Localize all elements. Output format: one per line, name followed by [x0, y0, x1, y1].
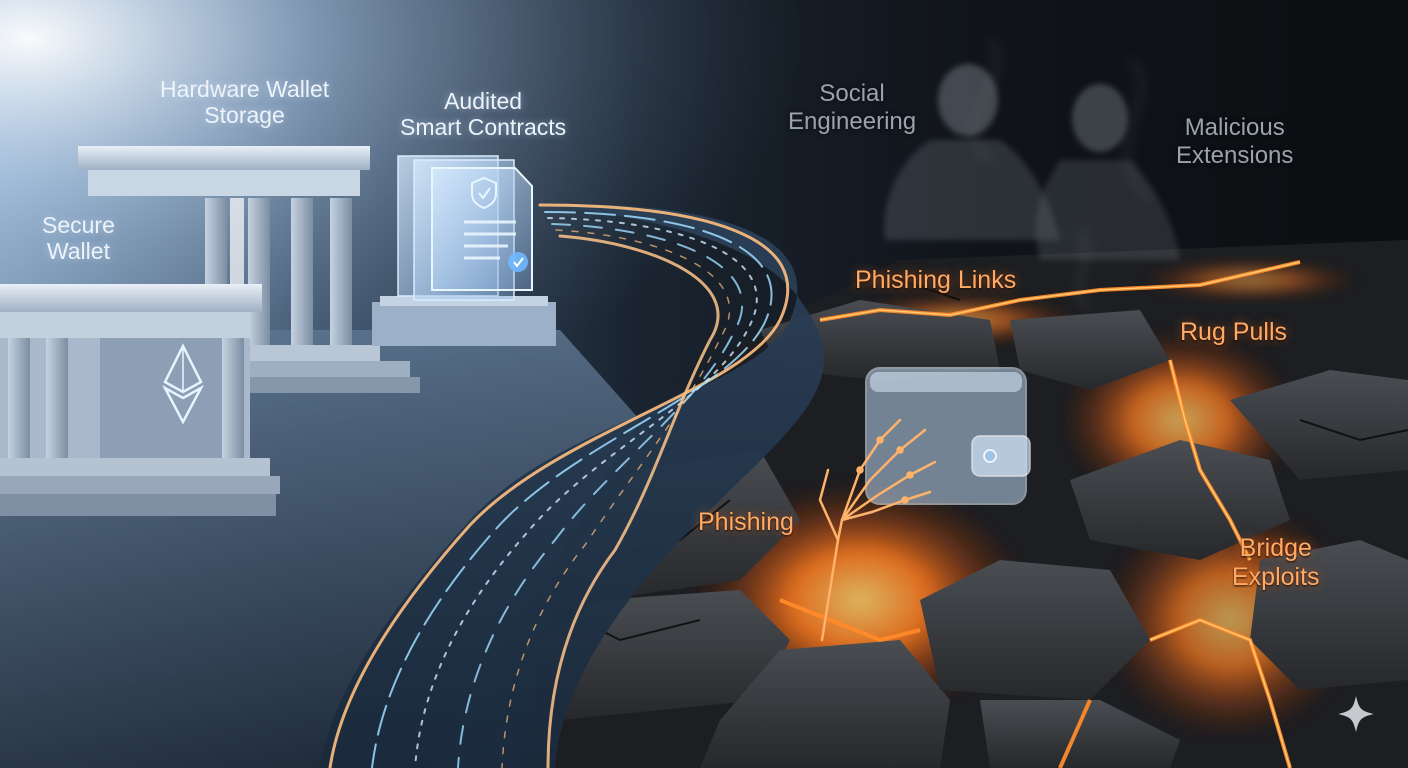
label-line: Smart Contracts [400, 114, 567, 141]
ghost-figures [884, 39, 1180, 312]
cracked-ground [520, 240, 1408, 768]
checkmark-badge-icon [508, 252, 528, 272]
label-line: Wallet [46, 238, 110, 265]
label-secure-wallet: Secure Wallet [42, 212, 115, 265]
label-line: Bridge [1239, 534, 1312, 562]
label-line: Phishing Links [855, 266, 1017, 294]
audited-contract-documents [372, 155, 556, 346]
label-line: Rug Pulls [1180, 318, 1287, 346]
label-audited-smart-contracts: Audited Smart Contracts [400, 88, 566, 141]
wallet-icon [865, 367, 1031, 505]
label-malicious-extensions: Malicious Extensions [1176, 114, 1293, 169]
secure-path [320, 203, 824, 768]
rock-slab [1250, 540, 1408, 690]
label-line: Storage [204, 102, 285, 129]
label-rug-pulls: Rug Pulls [1180, 318, 1287, 347]
shield-check-icon [471, 176, 497, 210]
skeletal-hand-icon [818, 418, 937, 642]
label-line: Social [819, 80, 885, 107]
label-line: Extensions [1176, 141, 1294, 169]
rock-slab [980, 700, 1180, 768]
label-hardware-wallet-storage: Hardware Wallet Storage [160, 76, 329, 129]
rock-slab [1230, 370, 1408, 480]
label-line: Malicious [1184, 114, 1285, 141]
label-line: Secure [42, 212, 115, 238]
label-line: Engineering [788, 107, 917, 135]
sparkle-icon [1338, 696, 1374, 732]
label-bridge-exploits: Bridge Exploits [1232, 534, 1320, 592]
label-line: Hardware Wallet [160, 76, 330, 102]
rock-slab [700, 640, 950, 768]
label-line: Audited [444, 88, 523, 114]
secure-wallet-temple [0, 284, 280, 516]
label-social-engineering: Social Engineering [788, 80, 916, 135]
label-line: Exploits [1232, 562, 1320, 591]
ethereum-icon [161, 343, 205, 425]
rock-slab [1010, 310, 1170, 390]
label-line: Phishing [698, 508, 794, 536]
label-phishing-links: Phishing Links [855, 266, 1016, 295]
rock-slab [920, 560, 1150, 700]
label-phishing: Phishing [698, 508, 794, 537]
